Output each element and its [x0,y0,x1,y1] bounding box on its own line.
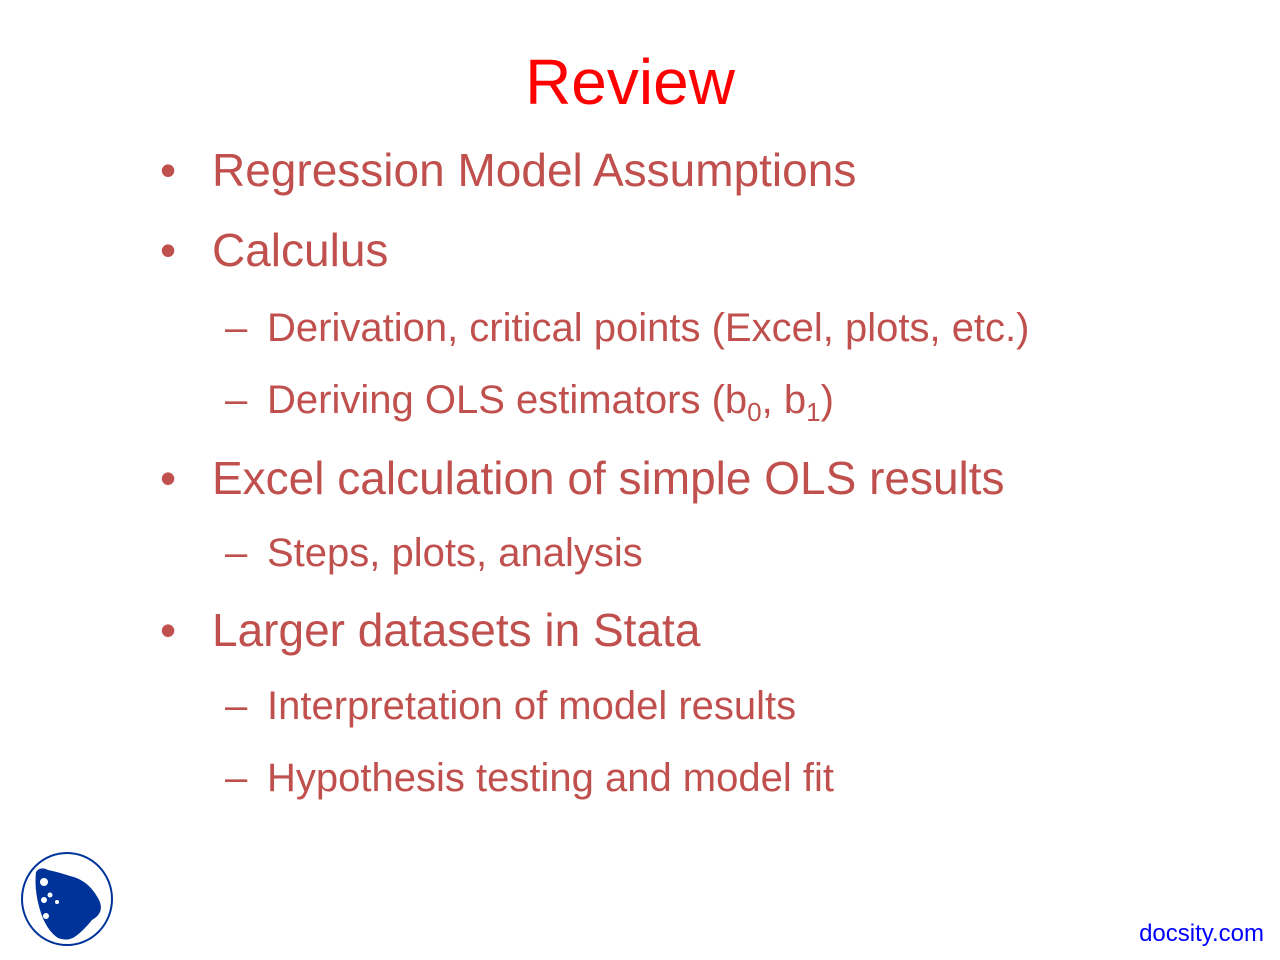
sub-bullet-text: ) [820,378,834,422]
docsity-watermark: docsity.com [1139,920,1264,947]
dash-marker: – [225,684,248,728]
sub-bullet-item: –Derivation, critical points (Excel, plo… [225,303,1029,353]
docsity-logo-icon [18,850,116,953]
subscript: 0 [747,397,762,427]
bullet-item: • Excel calculation of simple OLS results [160,450,1005,506]
subscript: 1 [806,397,821,427]
bullet-item: • Regression Model Assumptions [160,142,856,198]
bullet-text: Excel calculation of simple OLS results [212,452,1005,504]
bullet-item: • Calculus [160,222,388,278]
dash-marker: – [225,306,248,350]
bullet-item: • Larger datasets in Stata [160,602,700,658]
sub-bullet-item: –Deriving OLS estimators (b0, b1) [225,375,834,425]
sub-bullet-item: –Steps, plots, analysis [225,528,643,578]
bullet-marker: • [160,452,177,504]
sub-bullet-text: Steps, plots, analysis [267,531,643,575]
sub-bullet-text: Deriving OLS estimators (b [267,378,748,422]
dash-marker: – [225,531,248,575]
bullet-marker: • [160,604,177,656]
sub-bullet-item: –Interpretation of model results [225,681,796,731]
dash-marker: – [225,756,248,800]
sub-bullet-item: –Hypothesis testing and model fit [225,753,834,803]
dash-marker: – [225,378,248,422]
bullet-marker: • [160,144,177,196]
bullet-text: Larger datasets in Stata [212,604,701,656]
sub-bullet-text: Interpretation of model results [267,684,797,728]
sub-bullet-text: , b [761,378,807,422]
slide-title: Review [525,46,735,118]
bullet-text: Regression Model Assumptions [212,144,857,196]
bullet-text: Calculus [212,224,389,276]
bullet-marker: • [160,224,177,276]
sub-bullet-text: Derivation, critical points (Excel, plot… [267,306,1030,350]
sub-bullet-text: Hypothesis testing and model fit [267,756,834,800]
